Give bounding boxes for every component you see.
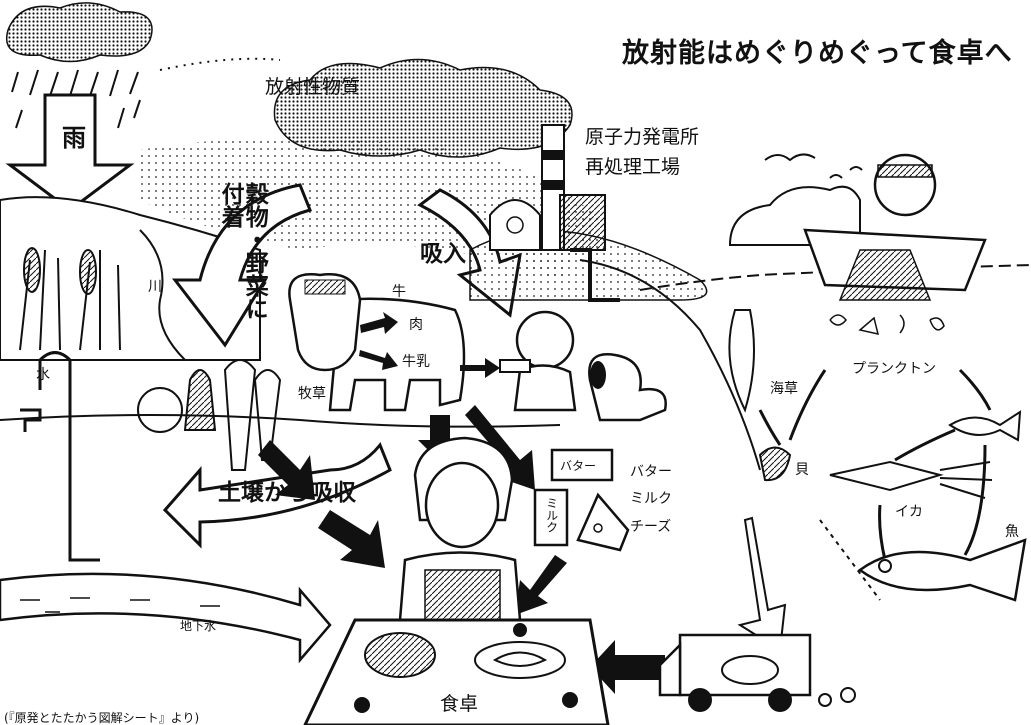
groundwater-label: 地下水 [180, 619, 217, 633]
shoreline [579, 259, 761, 471]
grain-arrow [171, 183, 313, 348]
rain-arrow [5, 93, 135, 212]
gulls [764, 153, 863, 179]
fishing-net [838, 249, 932, 301]
sea-to-table-arrow [737, 516, 787, 652]
butter-box [550, 448, 614, 482]
groundwater-arrow [0, 572, 332, 664]
cheese-label: チーズ [630, 519, 672, 535]
river-label: 川 [148, 279, 162, 295]
salad-bowl [364, 632, 436, 678]
exhaust [818, 687, 856, 707]
food-chain-arrows [758, 368, 992, 561]
dotted-path [159, 57, 281, 71]
rain-cloud [6, 2, 153, 63]
dark-arrow-4 [465, 405, 535, 490]
rain-streaks [11, 69, 141, 129]
cow-product-arrows [359, 312, 398, 370]
plant-building [559, 194, 606, 251]
plankton-cluster [829, 314, 945, 335]
source-credit: (『原発とたたかう図解シート』より) [4, 711, 200, 725]
dark-arrow-1 [258, 440, 315, 500]
dark-arrow-5 [515, 555, 567, 615]
atom-icon [506, 216, 524, 234]
squid-shape [829, 460, 944, 492]
dog [588, 353, 667, 422]
fisherman-head [873, 153, 937, 217]
inhalation-label: 吸入 [420, 241, 466, 267]
butter-label: バター [630, 464, 672, 480]
water-pipe [38, 351, 100, 562]
river [139, 229, 186, 361]
drain-pipe [570, 248, 620, 302]
butter-box-text: バター [560, 459, 597, 473]
milk-bottle [499, 359, 531, 373]
pasture-label: 牧草 [298, 386, 326, 402]
plankton-label: プランクトン [852, 361, 936, 377]
small-fish [948, 410, 1022, 442]
radiation-symbols [354, 623, 578, 713]
cow-label: 牛 [392, 284, 406, 300]
reactor-dome [489, 199, 541, 251]
dark-arrow-2 [318, 510, 385, 568]
page-title: 放射能はめぐりめぐって食卓へ [622, 38, 1013, 69]
nuclear-plant-label: 原子力発電所 [585, 126, 700, 148]
soil-absorption-label: 土壌から吸収 [218, 480, 356, 506]
shellfish-shape [758, 446, 792, 482]
woman-face [424, 461, 500, 549]
cheese [576, 492, 630, 552]
grain-vegetables-label: 穀物・野菜に付着 [217, 182, 268, 320]
meat-label: 肉 [409, 317, 423, 333]
radioactive-material-label: 放射性物質 [265, 76, 361, 98]
squid-label: イカ [895, 504, 923, 520]
ground-line [0, 414, 561, 428]
seaweed-label: 海草 [770, 381, 798, 397]
shellfish-label: 貝 [795, 462, 809, 478]
dining-table-label: 食卓 [440, 693, 479, 715]
tap [20, 408, 42, 432]
milk-label: ミルク [630, 491, 672, 507]
seaweed-plant [728, 309, 755, 413]
cow-head [288, 273, 362, 372]
water-label: 水 [36, 367, 50, 383]
reprocessing-plant-label: 再処理工場 [585, 156, 681, 178]
milk-carton [533, 488, 569, 547]
cow-milk-label: 牛乳 [402, 354, 430, 370]
rice-plants [19, 247, 121, 351]
dark-arrow-6 [590, 640, 665, 694]
milk-carton-text: ミルク [544, 497, 559, 533]
fish-label: 魚 [1005, 524, 1019, 540]
vegetables [137, 359, 282, 471]
delivery-truck [678, 633, 812, 697]
rain-label: 雨 [62, 124, 86, 152]
big-fish [857, 538, 1027, 602]
